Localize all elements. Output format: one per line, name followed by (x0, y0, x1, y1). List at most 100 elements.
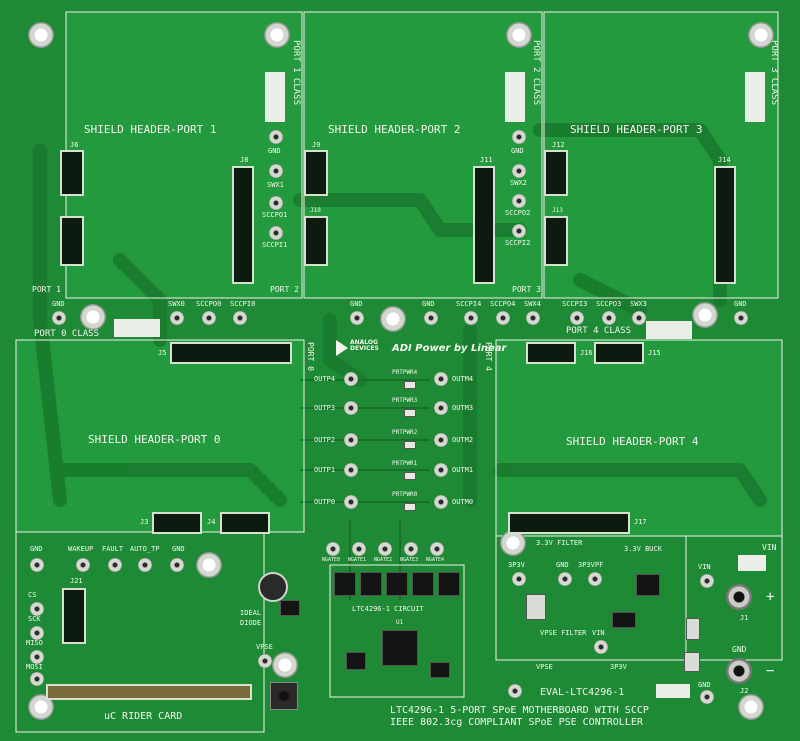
terminal-j1[interactable] (726, 584, 752, 610)
class-label-port1: PORT 1 CLASS (291, 40, 301, 106)
label-j3: J3 (140, 518, 149, 526)
tp-gnd-bl2[interactable] (170, 558, 184, 572)
header-j21 (62, 588, 86, 644)
header-j16 (526, 342, 576, 364)
tp-outm3[interactable] (434, 401, 448, 415)
port-label-2: PORT 2 (270, 285, 299, 294)
label-j2: J2 (740, 687, 749, 695)
tp-gnd-p1[interactable] (269, 130, 283, 144)
tp-swx2[interactable] (512, 164, 526, 178)
tp-sccpo2[interactable] (512, 194, 526, 208)
board-title-line2: IEEE 802.3cg COMPLIANT SPoE PSE CONTROLL… (390, 717, 643, 728)
tp-swx1[interactable] (269, 164, 283, 178)
tp-sccpo0[interactable] (202, 311, 216, 325)
tp-sccpo3[interactable] (602, 311, 616, 325)
circuit-label: LTC4296-1 CIRCUIT (352, 605, 424, 613)
tp-sccpi3[interactable] (570, 311, 584, 325)
tp-gnd-c2[interactable] (424, 311, 438, 325)
tp-mosi[interactable] (30, 672, 44, 686)
tp-swx2-label: SWX2 (510, 179, 527, 187)
wake-button[interactable] (270, 682, 298, 710)
class-label-block-port4 (646, 321, 692, 339)
tp-outp4[interactable] (344, 372, 358, 386)
mosfet-4 (438, 572, 460, 596)
tp-sccpo0-label: SCCPO0 (196, 300, 222, 308)
tp-vin-small-label: VIN (592, 629, 605, 637)
tp-swx3[interactable] (632, 311, 646, 325)
button-cap-icon (279, 691, 289, 701)
mounting-hole-mc (380, 306, 406, 332)
tp-outm2[interactable] (434, 433, 448, 447)
tp-outm4[interactable] (434, 372, 448, 386)
label-j8: J8 (240, 156, 249, 164)
tp-outm0[interactable] (434, 495, 448, 509)
class-label-port2: PORT 2 CLASS (531, 40, 541, 106)
tp-gnd-p0-label: GND (52, 300, 65, 308)
outp2-label: OUTP2 (314, 436, 336, 444)
tp-sccpi1-label: SCCPI1 (262, 241, 288, 249)
vpse-filter-label: VPSE FILTER (540, 629, 587, 637)
tp-gnd-c1-label: GND (350, 300, 363, 308)
tp-vin-mid[interactable] (700, 574, 714, 588)
class-label-port0: PORT 0 CLASS (34, 329, 100, 339)
header-j5 (170, 342, 292, 364)
tp-miso[interactable] (30, 650, 44, 664)
tp-gnd-br[interactable] (700, 690, 714, 704)
filter-inductor (526, 594, 546, 620)
ideal-diode-fet (280, 600, 300, 616)
header-j10 (304, 216, 328, 266)
tp-ngate4[interactable] (430, 542, 444, 556)
tp-gnd-filter-label: GND (556, 561, 569, 569)
tp-sccpi1[interactable] (269, 226, 283, 240)
tp-vin-small[interactable] (594, 640, 608, 654)
tp-outp2[interactable] (344, 433, 358, 447)
ngate0-label: NGATE0 (322, 557, 341, 563)
tp-outp0[interactable] (344, 495, 358, 509)
tp-sccpo3-label: SCCPO3 (596, 300, 622, 308)
tp-sccpi0[interactable] (233, 311, 247, 325)
tp-sccpi2[interactable] (512, 224, 526, 238)
tp-swx0[interactable] (170, 311, 184, 325)
class-label-block-port2 (505, 72, 525, 122)
tp-gnd-c1[interactable] (350, 311, 364, 325)
tp-3p3v[interactable] (512, 572, 526, 586)
prtpwr2-label: PRTPWR2 (392, 429, 418, 436)
tp-gnd-filter[interactable] (558, 572, 572, 586)
header-rider (46, 684, 252, 700)
terminal-j2[interactable] (726, 658, 752, 684)
tp-gnd-p0[interactable] (52, 311, 66, 325)
tp-ngate0[interactable] (326, 542, 340, 556)
tp-sccpo4[interactable] (496, 311, 510, 325)
tp-gnd-bl[interactable] (30, 558, 44, 572)
tp-sck-label: SCK (28, 615, 41, 623)
tp-cs[interactable] (30, 602, 44, 616)
tp-sccpo1[interactable] (269, 196, 283, 210)
tp-swx4[interactable] (526, 311, 540, 325)
tp-sccpi3-label: SCCPI3 (562, 300, 588, 308)
tp-gnd-bottom[interactable] (508, 684, 522, 698)
tp-auto[interactable] (138, 558, 152, 572)
tp-vpse-left[interactable] (258, 654, 272, 668)
header-j13 (544, 216, 568, 266)
tp-ngate1[interactable] (352, 542, 366, 556)
tp-3p3vpf[interactable] (588, 572, 602, 586)
analog-devices-text: ANALOG DEVICES (350, 339, 379, 352)
tp-gnd-p2[interactable] (512, 130, 526, 144)
prtpwr4-label: PRTPWR4 (392, 369, 418, 376)
tp-fault-label: FAULT (102, 545, 124, 553)
tp-outp3[interactable] (344, 401, 358, 415)
tp-outp1[interactable] (344, 463, 358, 477)
tp-wakeup[interactable] (76, 558, 90, 572)
mosfet-0 (334, 572, 356, 596)
mounting-hole-bl2 (196, 552, 222, 578)
tp-fault[interactable] (108, 558, 122, 572)
tp-sck[interactable] (30, 626, 44, 640)
tp-ngate3[interactable] (404, 542, 418, 556)
tp-ngate2[interactable] (378, 542, 392, 556)
tp-gnd-p3[interactable] (734, 311, 748, 325)
port-label-3: PORT 3 (512, 285, 541, 294)
mounting-hole-mr (692, 302, 718, 328)
tp-outm1[interactable] (434, 463, 448, 477)
tp-sccpo2-label: SCCPO2 (505, 209, 531, 217)
tp-sccpi4[interactable] (464, 311, 478, 325)
